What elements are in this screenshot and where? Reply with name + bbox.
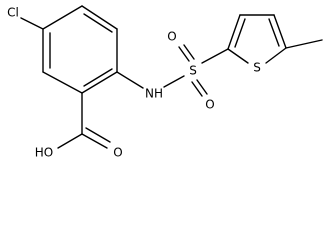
bond-methyl xyxy=(285,39,323,49)
bond-c2-c3-thiophene-inner xyxy=(234,18,246,48)
bond-s-thiophene-c2 xyxy=(201,48,229,64)
bond-c4-c5-thiophene xyxy=(273,14,287,49)
bond-s-o-bottom-a xyxy=(191,81,203,97)
bond-carboxyl-oh xyxy=(57,133,83,149)
bond-s-o-top-b xyxy=(183,44,195,60)
bond-carboxyl-o-double-b xyxy=(85,127,111,143)
bond-c4-c5-inner xyxy=(83,68,113,87)
thiophene-ring xyxy=(227,14,287,64)
atom-cl: Cl xyxy=(7,6,19,20)
bond-c2-c3 xyxy=(81,5,118,30)
bond-c1-c2 xyxy=(42,5,83,30)
bond-s-c2-thiophene xyxy=(227,48,249,64)
atom-o-carbonyl: O xyxy=(113,146,122,160)
bond-c5-c6 xyxy=(42,71,83,94)
bond-c4-n xyxy=(116,71,144,89)
bond-carboxyl-o-double-a xyxy=(81,133,108,149)
benzene-ring xyxy=(42,5,118,94)
bond-c5-s-thiophene xyxy=(265,47,287,64)
bond-c2-c3-inner xyxy=(83,13,113,33)
atom-nh: NH xyxy=(145,87,163,101)
bond-s-o-bottom-b xyxy=(196,79,208,95)
bond-c2-c3-thiophene xyxy=(227,14,241,50)
atom-ho: HO xyxy=(35,146,53,160)
atom-s-sulfonyl: S xyxy=(189,64,197,78)
bond-c4-c5 xyxy=(81,71,118,94)
bond-c1-cl xyxy=(20,17,44,30)
bond-c4-c5-thiophene-inner xyxy=(268,18,280,47)
atom-s-ring: S xyxy=(253,61,261,75)
chemical-structure-diagram: Cl HO O NH S O O S xyxy=(7,5,323,160)
atom-o-top: O xyxy=(167,30,176,44)
atom-o-bottom: O xyxy=(205,98,214,112)
bond-n-s xyxy=(163,75,185,88)
bond-s-o-top-a xyxy=(178,46,190,62)
